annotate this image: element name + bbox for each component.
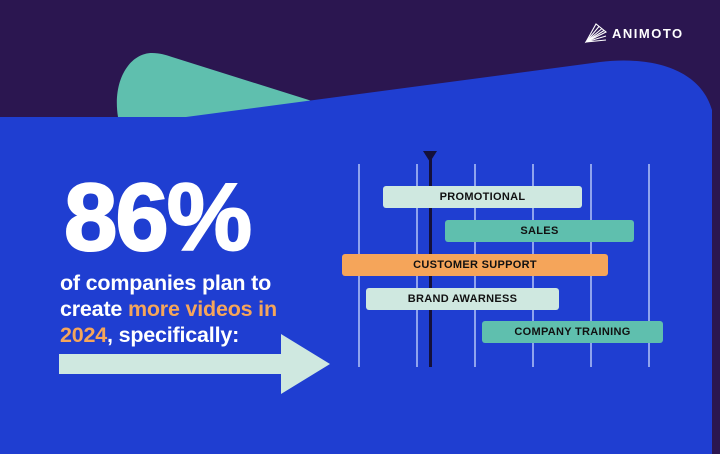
animoto-logo: ANIMOTO <box>584 22 684 44</box>
animoto-fan-icon <box>584 23 608 44</box>
bar-promotional: PROMOTIONAL <box>383 186 582 208</box>
bar-company-training: COMPANY TRAINING <box>482 321 663 343</box>
stat-value: 86% <box>63 164 253 271</box>
right-arrow-icon <box>59 334 330 394</box>
bar-label: BRAND AWARNESS <box>407 293 518 305</box>
headline-highlight-year: 2024 <box>60 323 108 347</box>
bar-label: COMPANY TRAINING <box>514 326 631 338</box>
headline-line1: of companies plan to <box>60 271 272 295</box>
bar-brand-awareness: BRAND AWARNESS <box>366 288 559 310</box>
headline-line2-prefix: create <box>60 297 128 321</box>
timeline-marker-triangle-icon <box>423 151 437 162</box>
bar-label: PROMOTIONAL <box>439 191 526 203</box>
bar-customer-support: CUSTOMER SUPPORT <box>342 254 608 276</box>
bar-label: SALES <box>520 225 559 237</box>
bar-label: CUSTOMER SUPPORT <box>413 259 537 271</box>
teal-blob-shape <box>116 53 312 117</box>
headline: of companies plan to create more videos … <box>60 270 360 348</box>
bar-sales: SALES <box>445 220 634 242</box>
headline-line3-suffix: , specifically: <box>107 323 240 347</box>
headline-highlight-more-videos: more videos in <box>127 297 277 321</box>
brand-name: ANIMOTO <box>612 25 684 41</box>
gridline <box>648 164 650 367</box>
